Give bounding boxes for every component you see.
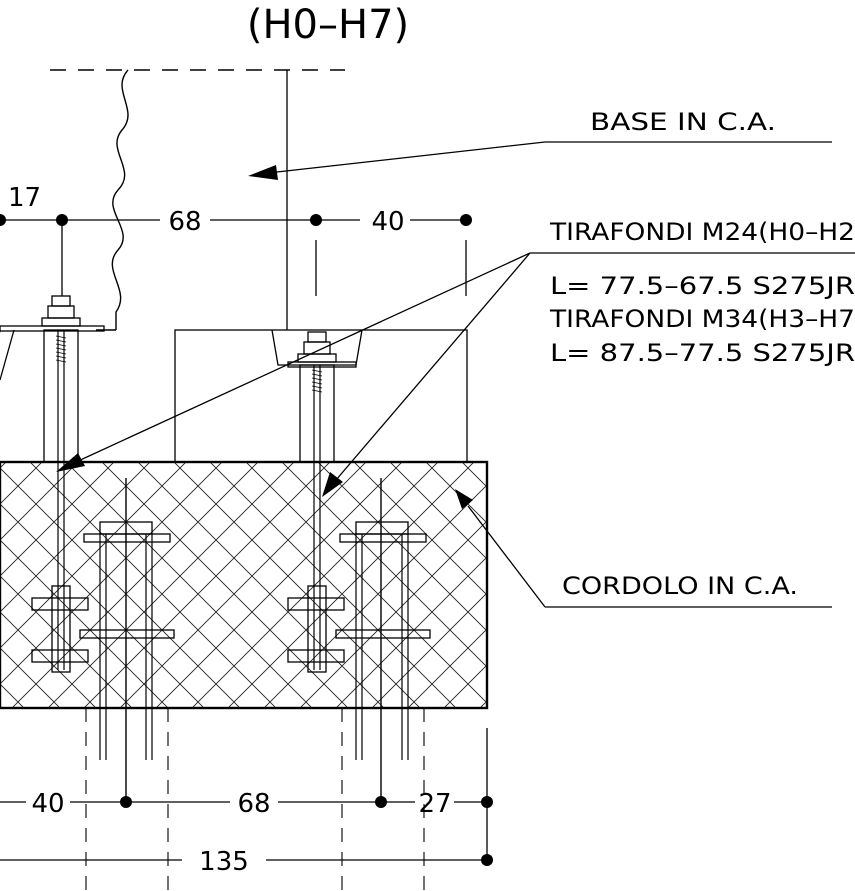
leader-tirafondi	[56, 252, 855, 497]
dim-bottom-left: 40	[31, 789, 64, 819]
left-anchor-bolt	[0, 295, 105, 673]
top-dimension-line	[0, 214, 472, 296]
leader-base	[248, 141, 832, 180]
rebar-cage-left	[79, 478, 175, 800]
dim-bottom-total: 135	[199, 847, 249, 877]
top-break-line	[50, 69, 345, 331]
label-base: BASE IN C.A.	[590, 108, 776, 136]
dim-top-mid: 68	[168, 207, 201, 237]
label-tirafondi-1: TIRAFONDI M24(H0–H2	[549, 218, 855, 246]
label-tirafondi-2: TIRAFONDI M34(H3–H7	[549, 305, 855, 333]
bottom-dimension-line	[0, 796, 493, 866]
label-length-2: L= 87.5–77.5 S275JR	[550, 339, 855, 367]
rebar-cage-right	[335, 478, 431, 800]
drawing-title: (H0–H7)	[247, 2, 409, 48]
label-cordolo: CORDOLO IN C.A.	[562, 572, 798, 600]
dim-bottom-right: 27	[418, 789, 451, 819]
right-anchor-bolt	[287, 331, 357, 673]
base-plinth	[174, 70, 468, 463]
dim-bottom-mid: 68	[237, 789, 270, 819]
dim-top-right: 40	[371, 207, 404, 237]
cordolo-block	[0, 460, 489, 710]
leader-cordolo	[455, 489, 832, 608]
dim-top-left: 17	[8, 183, 41, 213]
label-length-1: L= 77.5–67.5 S275JR	[550, 272, 855, 300]
